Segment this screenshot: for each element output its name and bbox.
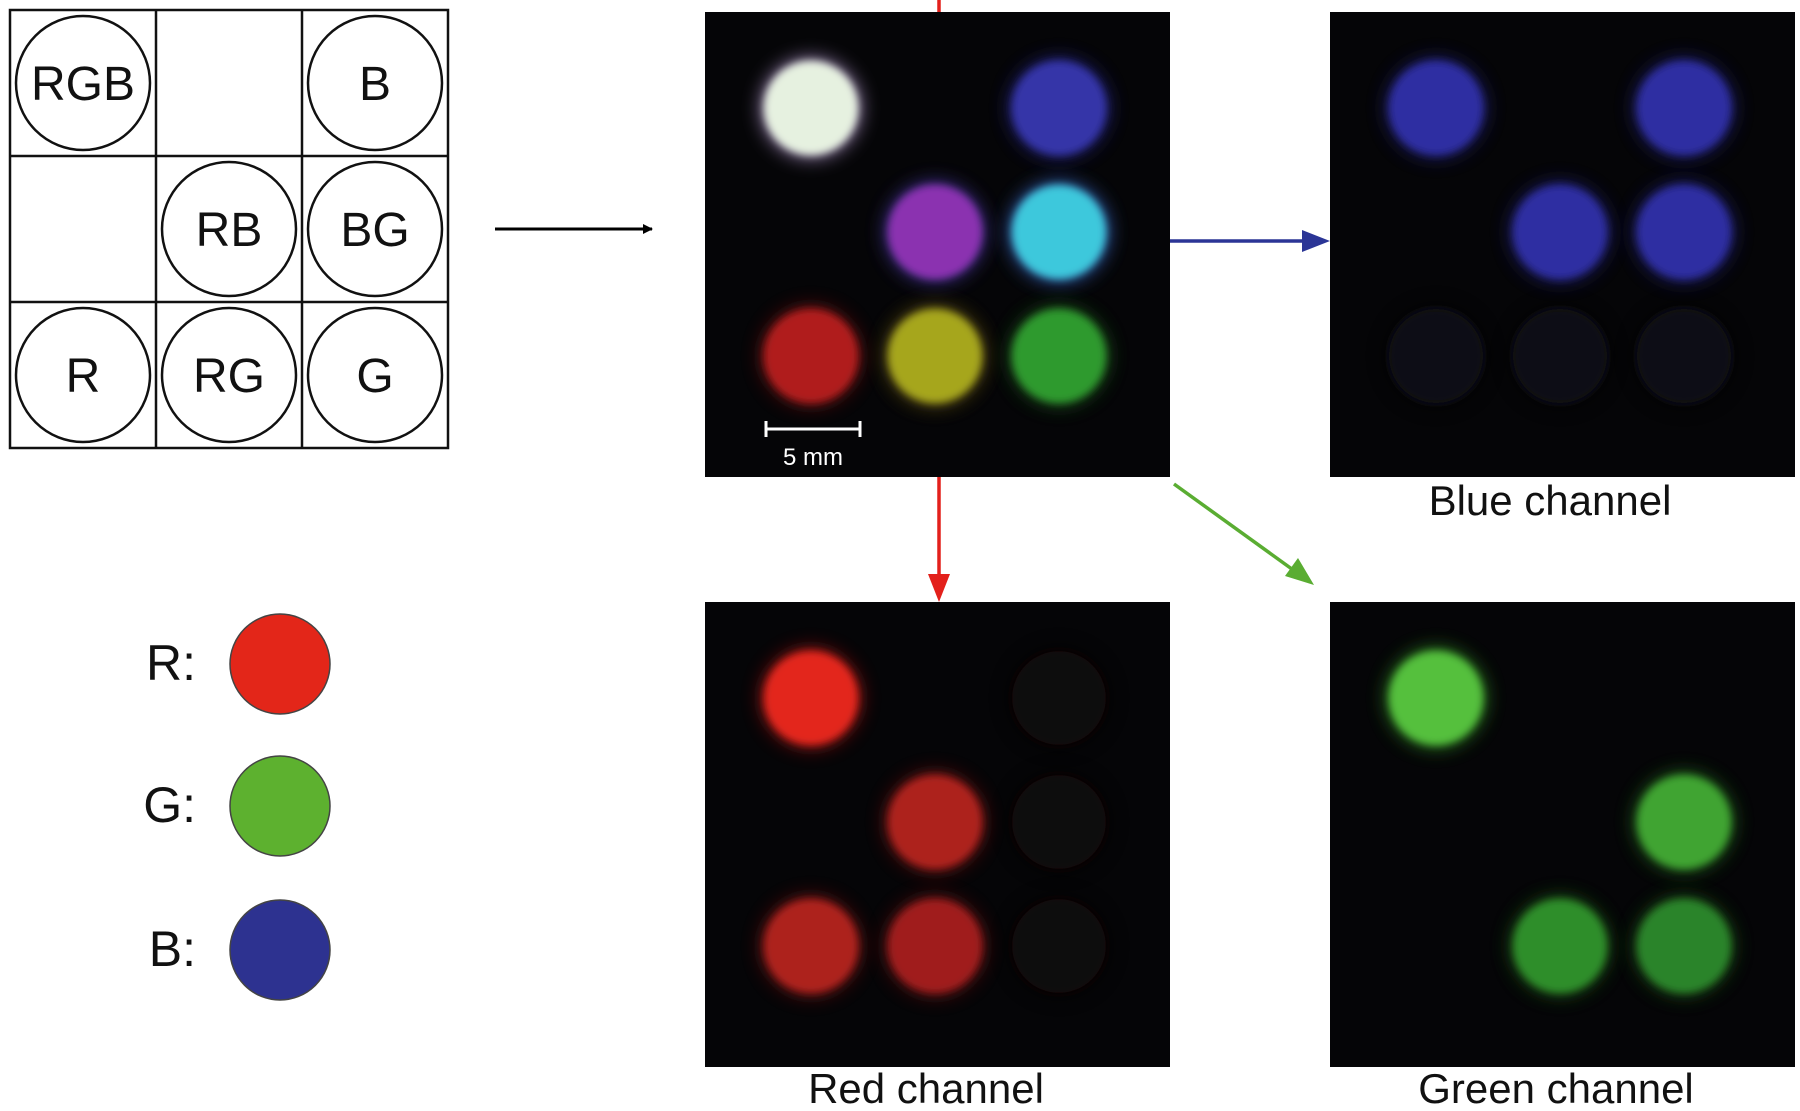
red-well-dot-r1c1 bbox=[888, 775, 982, 869]
blue-well-dot-r1c1 bbox=[1513, 185, 1607, 279]
grid-cell-r1c2: BG bbox=[306, 160, 444, 298]
grid-well-circle bbox=[306, 14, 444, 152]
legend-item-blue: B: bbox=[149, 899, 331, 1001]
grid-cell-r1c1: RB bbox=[160, 160, 298, 298]
arrow-to-blue-channel bbox=[1168, 230, 1330, 252]
grid-cell-label: B bbox=[359, 58, 391, 111]
blue-well-dot-r0c2 bbox=[1637, 61, 1731, 155]
grid-cell-r2c2: G bbox=[306, 306, 444, 444]
grid-well-circle bbox=[306, 306, 444, 444]
composite-well-dot-r2c2 bbox=[1012, 309, 1106, 403]
legend-label: R: bbox=[146, 635, 196, 691]
red-channel-panel bbox=[705, 602, 1170, 1067]
composite-well-dot-r2c0 bbox=[764, 309, 858, 403]
legend-swatch-blue bbox=[229, 899, 331, 1001]
grid-well-circle bbox=[160, 306, 298, 444]
red-well-dot-r0c2 bbox=[1012, 651, 1106, 745]
grid-well-circle bbox=[14, 306, 152, 444]
grid-cell-label: R bbox=[66, 350, 101, 403]
grid-cell-r2c1: RG bbox=[160, 306, 298, 444]
composite-well-dot-r0c0 bbox=[764, 61, 858, 155]
green-well-dot-r2c2 bbox=[1637, 899, 1731, 993]
green-well-dot-r0c0 bbox=[1389, 651, 1483, 745]
blue-well-dot-r2c0 bbox=[1389, 309, 1483, 403]
red-well-dot-r1c2 bbox=[1012, 775, 1106, 869]
grid-cell-label: RGB bbox=[31, 58, 135, 111]
composite-well-dot-r1c2 bbox=[1012, 185, 1106, 279]
composite-well-dot-r0c2 bbox=[1012, 61, 1106, 155]
green-channel-caption: Green channel bbox=[1418, 1065, 1694, 1111]
blue-channel-panel bbox=[1330, 12, 1795, 477]
red-channel-caption: Red channel bbox=[808, 1065, 1044, 1111]
grid-well-circle bbox=[160, 160, 298, 298]
legend-swatch-green bbox=[229, 755, 331, 857]
grid-well-circle bbox=[14, 14, 152, 152]
composite-well-dot-r1c1 bbox=[888, 185, 982, 279]
blue-well-dot-r2c2 bbox=[1637, 309, 1731, 403]
legend-swatch-red bbox=[229, 613, 331, 715]
grid-cell-label: BG bbox=[340, 204, 409, 257]
green-well-dot-r1c2 bbox=[1637, 775, 1731, 869]
red-well-dot-r0c0 bbox=[764, 651, 858, 745]
blue-well-dot-r2c1 bbox=[1513, 309, 1607, 403]
composite-image-panel bbox=[705, 12, 1170, 477]
legend-item-red: R: bbox=[146, 613, 331, 715]
grid-cell-label: G bbox=[356, 350, 393, 403]
grid-cell-r0c2: B bbox=[306, 14, 444, 152]
grid-cell-r0c0: RGB bbox=[14, 14, 152, 152]
blue-channel-caption: Blue channel bbox=[1429, 477, 1672, 524]
legend-label: B: bbox=[149, 921, 196, 977]
red-well-dot-r2c2 bbox=[1012, 899, 1106, 993]
green-well-dot-r2c1 bbox=[1513, 899, 1607, 993]
red-well-dot-r2c1 bbox=[888, 899, 982, 993]
grid-cell-label: RG bbox=[193, 350, 265, 403]
color-legend: R: G: B: bbox=[143, 613, 331, 1001]
blue-well-dot-r1c2 bbox=[1637, 185, 1731, 279]
blue-well-dot-r0c0 bbox=[1389, 61, 1483, 155]
composite-well-dot-r2c1 bbox=[888, 309, 982, 403]
red-well-dot-r2c0 bbox=[764, 899, 858, 993]
legend-label: G: bbox=[143, 777, 196, 833]
grid-well-circle bbox=[306, 160, 444, 298]
legend-item-green: G: bbox=[143, 755, 331, 857]
sample-layout-grid: RGB B RB BG R RG G bbox=[8, 8, 450, 450]
scale-bar: 5 mm bbox=[764, 421, 862, 471]
green-channel-panel bbox=[1330, 602, 1795, 1067]
grid-cell-label: RB bbox=[196, 204, 263, 257]
grid-cell-r2c0: R bbox=[14, 306, 152, 444]
scale-bar-label: 5 mm bbox=[783, 444, 843, 471]
